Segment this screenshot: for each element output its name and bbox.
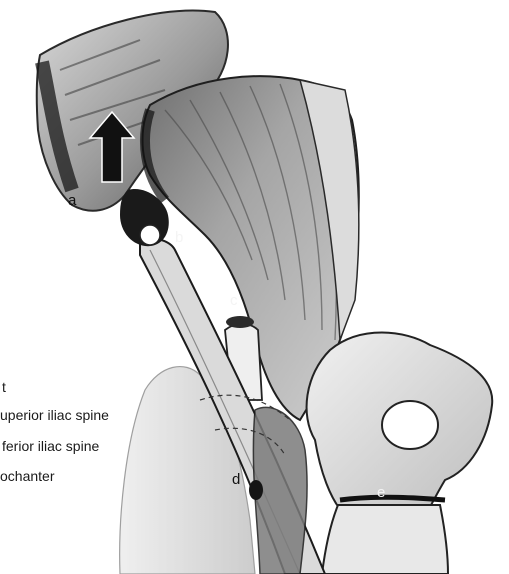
tendon-head [226, 316, 254, 328]
legend-line-4: ochanter [0, 469, 54, 483]
legend-line-3: ferior iliac spine [2, 439, 99, 453]
femur [322, 505, 448, 574]
label-b: b [175, 230, 183, 245]
hip-joint [307, 333, 493, 521]
label-c: c [230, 293, 238, 308]
muscle-node [249, 480, 263, 500]
label-e: e [377, 485, 385, 500]
label-d: d [232, 472, 240, 487]
legend-line-2: uperior iliac spine [0, 408, 109, 422]
label-a: a [68, 193, 76, 208]
legend-line-1: t [2, 380, 6, 394]
